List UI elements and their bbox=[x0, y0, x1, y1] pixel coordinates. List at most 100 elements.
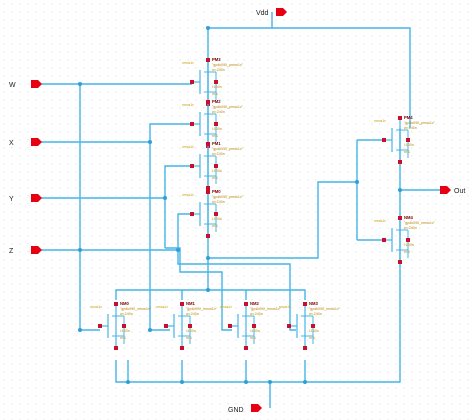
device-tag: nmos1v bbox=[374, 119, 386, 123]
wire-gnd-rail[interactable] bbox=[115, 262, 401, 383]
junction-dot bbox=[206, 26, 210, 30]
terminal-drain bbox=[206, 100, 210, 104]
terminal-drain bbox=[114, 302, 118, 306]
terminal-source bbox=[398, 160, 402, 164]
terminal-bulk bbox=[214, 122, 218, 126]
device-width: w=240n bbox=[404, 226, 417, 230]
pin-gnd-label: GND bbox=[228, 407, 244, 414]
junction-dot bbox=[206, 288, 210, 292]
pin-gnd[interactable]: GND bbox=[228, 404, 262, 414]
wire-vdd-rail[interactable] bbox=[207, 12, 273, 60]
junction-dot bbox=[78, 248, 82, 252]
terminal-gate bbox=[382, 138, 386, 142]
pin-y[interactable]: Y bbox=[9, 194, 42, 203]
device-model: "gpdk090_nmos1v" bbox=[186, 307, 218, 311]
wire-x[interactable] bbox=[40, 141, 170, 331]
pin-y-arrow[interactable] bbox=[31, 194, 42, 202]
terminal-gate bbox=[98, 324, 102, 328]
junction-dot bbox=[398, 188, 402, 192]
device-length: l:100n bbox=[404, 243, 414, 247]
terminal-bulk bbox=[214, 164, 218, 168]
junction-dot bbox=[268, 380, 272, 384]
terminal-bulk bbox=[122, 324, 126, 328]
device-width: w=240n bbox=[212, 110, 225, 114]
junction-dot bbox=[180, 380, 184, 384]
terminal-drain bbox=[206, 190, 210, 194]
terminal-source bbox=[398, 260, 402, 264]
device-multiplier: m:1 bbox=[404, 150, 410, 154]
pin-gnd-arrow[interactable] bbox=[251, 404, 262, 412]
pin-w-label: W bbox=[9, 82, 16, 89]
pin-vdd[interactable]: Vdd bbox=[256, 8, 287, 17]
device-tag: nmos1v bbox=[90, 305, 102, 309]
terminal-drain bbox=[206, 58, 210, 62]
pin-z[interactable]: Z bbox=[9, 246, 42, 255]
device-tag: nmos1v bbox=[182, 193, 194, 197]
device-tag: nmos1v bbox=[182, 145, 194, 149]
junction-dot bbox=[303, 380, 307, 384]
pin-w[interactable]: W bbox=[9, 80, 42, 89]
device-width: w=240n bbox=[309, 312, 322, 316]
device-multiplier: m:1 bbox=[212, 224, 218, 228]
wire-vdd-right[interactable] bbox=[272, 27, 411, 128]
wire-nmos-drain-rail[interactable] bbox=[115, 289, 306, 300]
wire-w[interactable] bbox=[40, 83, 100, 331]
wire-layer bbox=[40, 12, 440, 408]
pin-z-arrow[interactable] bbox=[31, 246, 42, 254]
device-width: w=240n bbox=[250, 312, 263, 316]
device-width: w=240n bbox=[212, 68, 225, 72]
terminal-drain bbox=[244, 302, 248, 306]
junction-layer bbox=[78, 26, 402, 384]
terminal-drain bbox=[180, 302, 184, 306]
device-model: "gpdk090_pmos1v" bbox=[212, 63, 244, 67]
device-model: "gpdk090_pmos1v" bbox=[404, 121, 436, 125]
device-model: "gpdk090_pmos1v" bbox=[212, 147, 244, 151]
terminal-bulk bbox=[214, 80, 218, 84]
pin-w-arrow[interactable] bbox=[31, 80, 42, 88]
wire-z-nm3[interactable] bbox=[177, 250, 296, 331]
device-model: "gpdk090_nmos1v" bbox=[120, 307, 152, 311]
device-multiplier: m:1 bbox=[120, 336, 126, 340]
wire-z-gate-pm0[interactable] bbox=[80, 213, 192, 251]
wire-node-a[interactable] bbox=[207, 181, 357, 259]
junction-dot bbox=[148, 328, 152, 332]
device-multiplier: m:1 bbox=[404, 250, 410, 254]
device-multiplier: m:1 bbox=[212, 134, 218, 138]
device-length: l:100n bbox=[309, 329, 319, 333]
device-tag: nmos1v bbox=[156, 305, 168, 309]
pin-y-label: Y bbox=[9, 196, 14, 203]
device-name: PM1 bbox=[212, 141, 221, 146]
terminal-bulk bbox=[252, 324, 256, 328]
pin-vdd-arrow[interactable] bbox=[276, 8, 287, 16]
pin-out-label: Out bbox=[454, 188, 465, 195]
device-tag: nmos1v bbox=[220, 305, 232, 309]
wire-y-gate-pm1[interactable] bbox=[164, 165, 192, 198]
pin-z-label: Z bbox=[9, 248, 14, 255]
device-length: l:100n bbox=[186, 329, 196, 333]
pin-x[interactable]: X bbox=[9, 138, 42, 147]
terminal-gate bbox=[287, 324, 291, 328]
device-name: NM2 bbox=[250, 301, 260, 306]
pin-out-arrow[interactable] bbox=[440, 186, 451, 194]
pin-out[interactable]: Out bbox=[440, 186, 465, 195]
terminal-drain bbox=[303, 302, 307, 306]
pin-x-label: X bbox=[9, 140, 14, 147]
device-length: l:100n bbox=[404, 143, 414, 147]
wire-x-gate-pm2[interactable] bbox=[149, 123, 192, 142]
pin-vdd-label: Vdd bbox=[256, 10, 269, 17]
pin-x-arrow[interactable] bbox=[31, 138, 42, 146]
device-length: l:100n bbox=[212, 217, 222, 221]
device-tag: nmos1v bbox=[374, 219, 386, 223]
device-name: NM3 bbox=[309, 301, 319, 306]
